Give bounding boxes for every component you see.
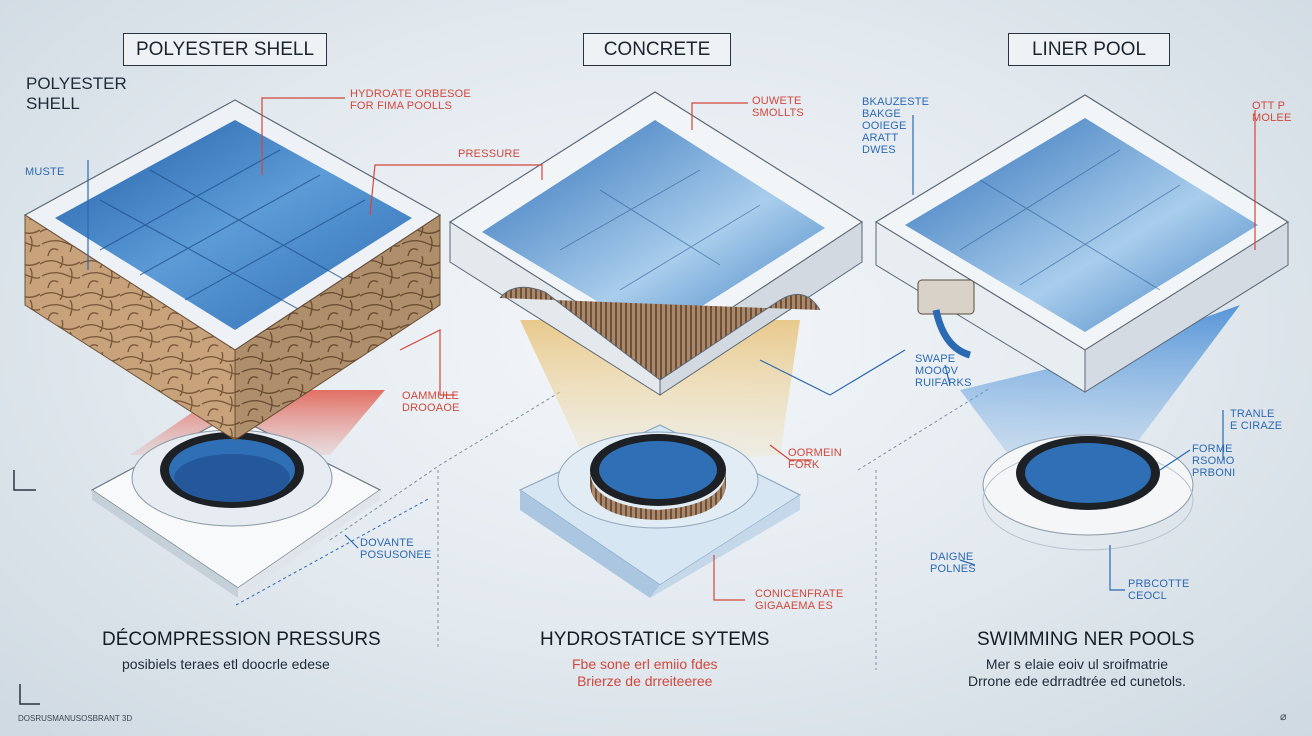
header-concrete: CONCRETE — [583, 33, 731, 66]
caption-title-left: DÉCOMPRESSION PRESSURS — [102, 629, 381, 650]
header-liner-pool: LINER POOL — [1008, 33, 1170, 66]
side-title: POLYESTER SHELL — [26, 74, 127, 113]
corner-brackets — [13, 470, 40, 705]
caption-title-middle: HYDROSTATICE SYTEMS — [540, 629, 770, 650]
callout-hydro: HYDROATE ORBESOE FOR FIMA POOLLS — [350, 88, 471, 112]
callout-bkauzeste: BKAUZESTE BAKGE OOIEGE ARATT DWES — [862, 96, 930, 156]
callout-forme: FORME RSOMO PRBONI — [1192, 443, 1236, 479]
footer-code: DOSRUSMANUSOSBRANT 3D — [18, 714, 133, 723]
caption-sub-left: posibiels teraes etl doocrle edese — [122, 656, 330, 672]
caption-title-right: SWIMMING NER POOLS — [977, 629, 1195, 650]
polyester-shell-illustration — [23, 99, 442, 598]
callout-ouwete: OUWETE SMOLLTS — [752, 95, 804, 119]
callout-muste: MUSTE — [25, 166, 65, 178]
caption-sub-middle: Fbe sone erl emiio fdes Brierze de drrei… — [572, 656, 718, 689]
guide-lines — [235, 387, 991, 670]
liner-pool-illustration — [874, 94, 1290, 551]
callout-pressure: PRESSURE — [458, 148, 521, 160]
callout-ottpo: OTT P MOLEE — [1252, 100, 1292, 124]
caption-sub-right: Mer s elaie eoiv ul sroifmatrie Drrone e… — [968, 656, 1186, 689]
callout-oormein: OORMEIN FORK — [788, 447, 842, 471]
callout-prbcotte: PRBCOTTE CEOCL — [1128, 578, 1190, 602]
callout-tranle: TRANLE E CIRAZE — [1230, 408, 1283, 432]
callout-daigne: DAIGNE POLNES — [930, 551, 976, 575]
callout-swape: SWAPE MOOOV RUIFARKS — [915, 353, 972, 389]
concrete-pool-illustration — [448, 91, 864, 598]
callout-dovante: DOVANTE POSUSONEE — [360, 537, 432, 561]
corner-mark: ⌀ — [1280, 711, 1287, 723]
callout-oammule: OAMMULE DROOAOE — [402, 390, 460, 414]
callout-conicenfrate: CONICENFRATE GIGAAEMA ES — [755, 588, 844, 612]
header-polyester-shell: POLYESTER SHELL — [123, 33, 327, 66]
